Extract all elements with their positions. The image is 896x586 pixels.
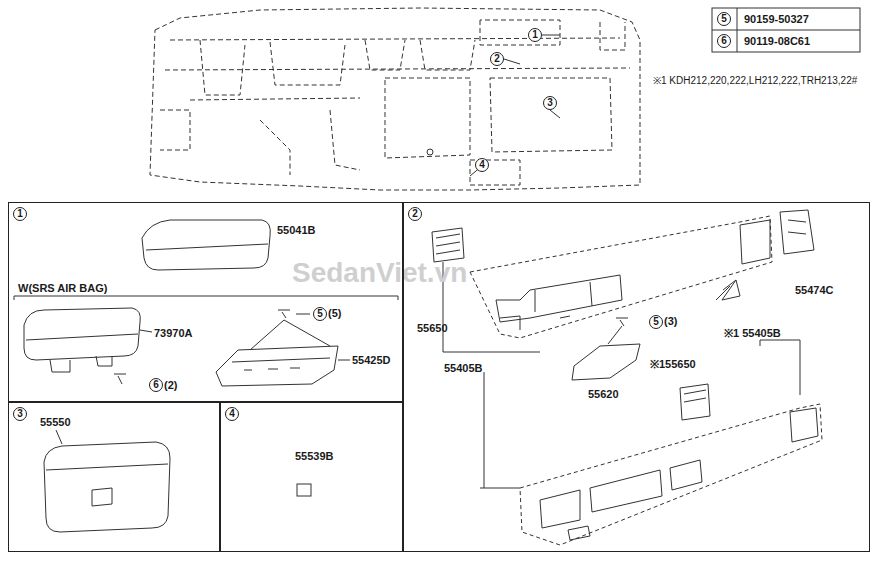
part-number: 1 [528, 28, 542, 42]
callout-number: 73970A [154, 327, 193, 340]
figure-panel: 2 [403, 202, 870, 552]
callout-number: 2 [408, 207, 422, 221]
callout-number: 55474C [795, 284, 834, 297]
part-number: 2 [490, 52, 504, 66]
callout-number: ※1 55405B [724, 327, 781, 340]
table-note: ※1 KDH212,220,222,LH212,222,TRH213,22# [653, 74, 857, 87]
part-number: 3 [543, 96, 557, 110]
callout-number: 90159-50327 [744, 13, 809, 26]
fastener-table [712, 8, 860, 52]
part-number: 5 [313, 307, 327, 321]
part-number: 6 [717, 34, 731, 48]
callout-number: (3) [664, 315, 677, 328]
panel-2-parts [432, 210, 822, 545]
callout-number: 55539B [295, 450, 334, 463]
callout-number: 55041B [277, 224, 316, 237]
callout-number: 55405B [444, 362, 483, 375]
callout-number: 90119-08C61 [744, 35, 810, 48]
overview-leaders [427, 35, 560, 176]
figure-panel: 4 [220, 402, 403, 552]
figure-panel: 3 [8, 402, 220, 552]
panel-1-parts [14, 220, 398, 386]
part-number: 6 [149, 378, 163, 392]
callout-number: 55550 [40, 416, 71, 429]
part-number: 5 [649, 315, 663, 329]
callout-number: 55620 [588, 388, 619, 401]
callout-number: 3 [13, 407, 27, 421]
callout-number: (2) [164, 379, 177, 392]
watermark: SedanViet.vn [292, 258, 467, 288]
figure-panel: 1 [8, 202, 403, 402]
callout-number: 55425D [352, 354, 391, 367]
callout-number: (5) [328, 307, 341, 320]
part-number: 4 [475, 158, 489, 172]
part-number: 5 [717, 12, 731, 26]
callout-number: W(SRS AIR BAG) [18, 282, 107, 295]
panel-3-4-parts [44, 430, 311, 532]
callout-number: 4 [225, 407, 239, 421]
callout-number: 55650 [417, 322, 448, 335]
callout-number: ※155650 [650, 358, 696, 371]
dashboard-overview [150, 8, 640, 190]
callout-number: 1 [13, 207, 27, 221]
